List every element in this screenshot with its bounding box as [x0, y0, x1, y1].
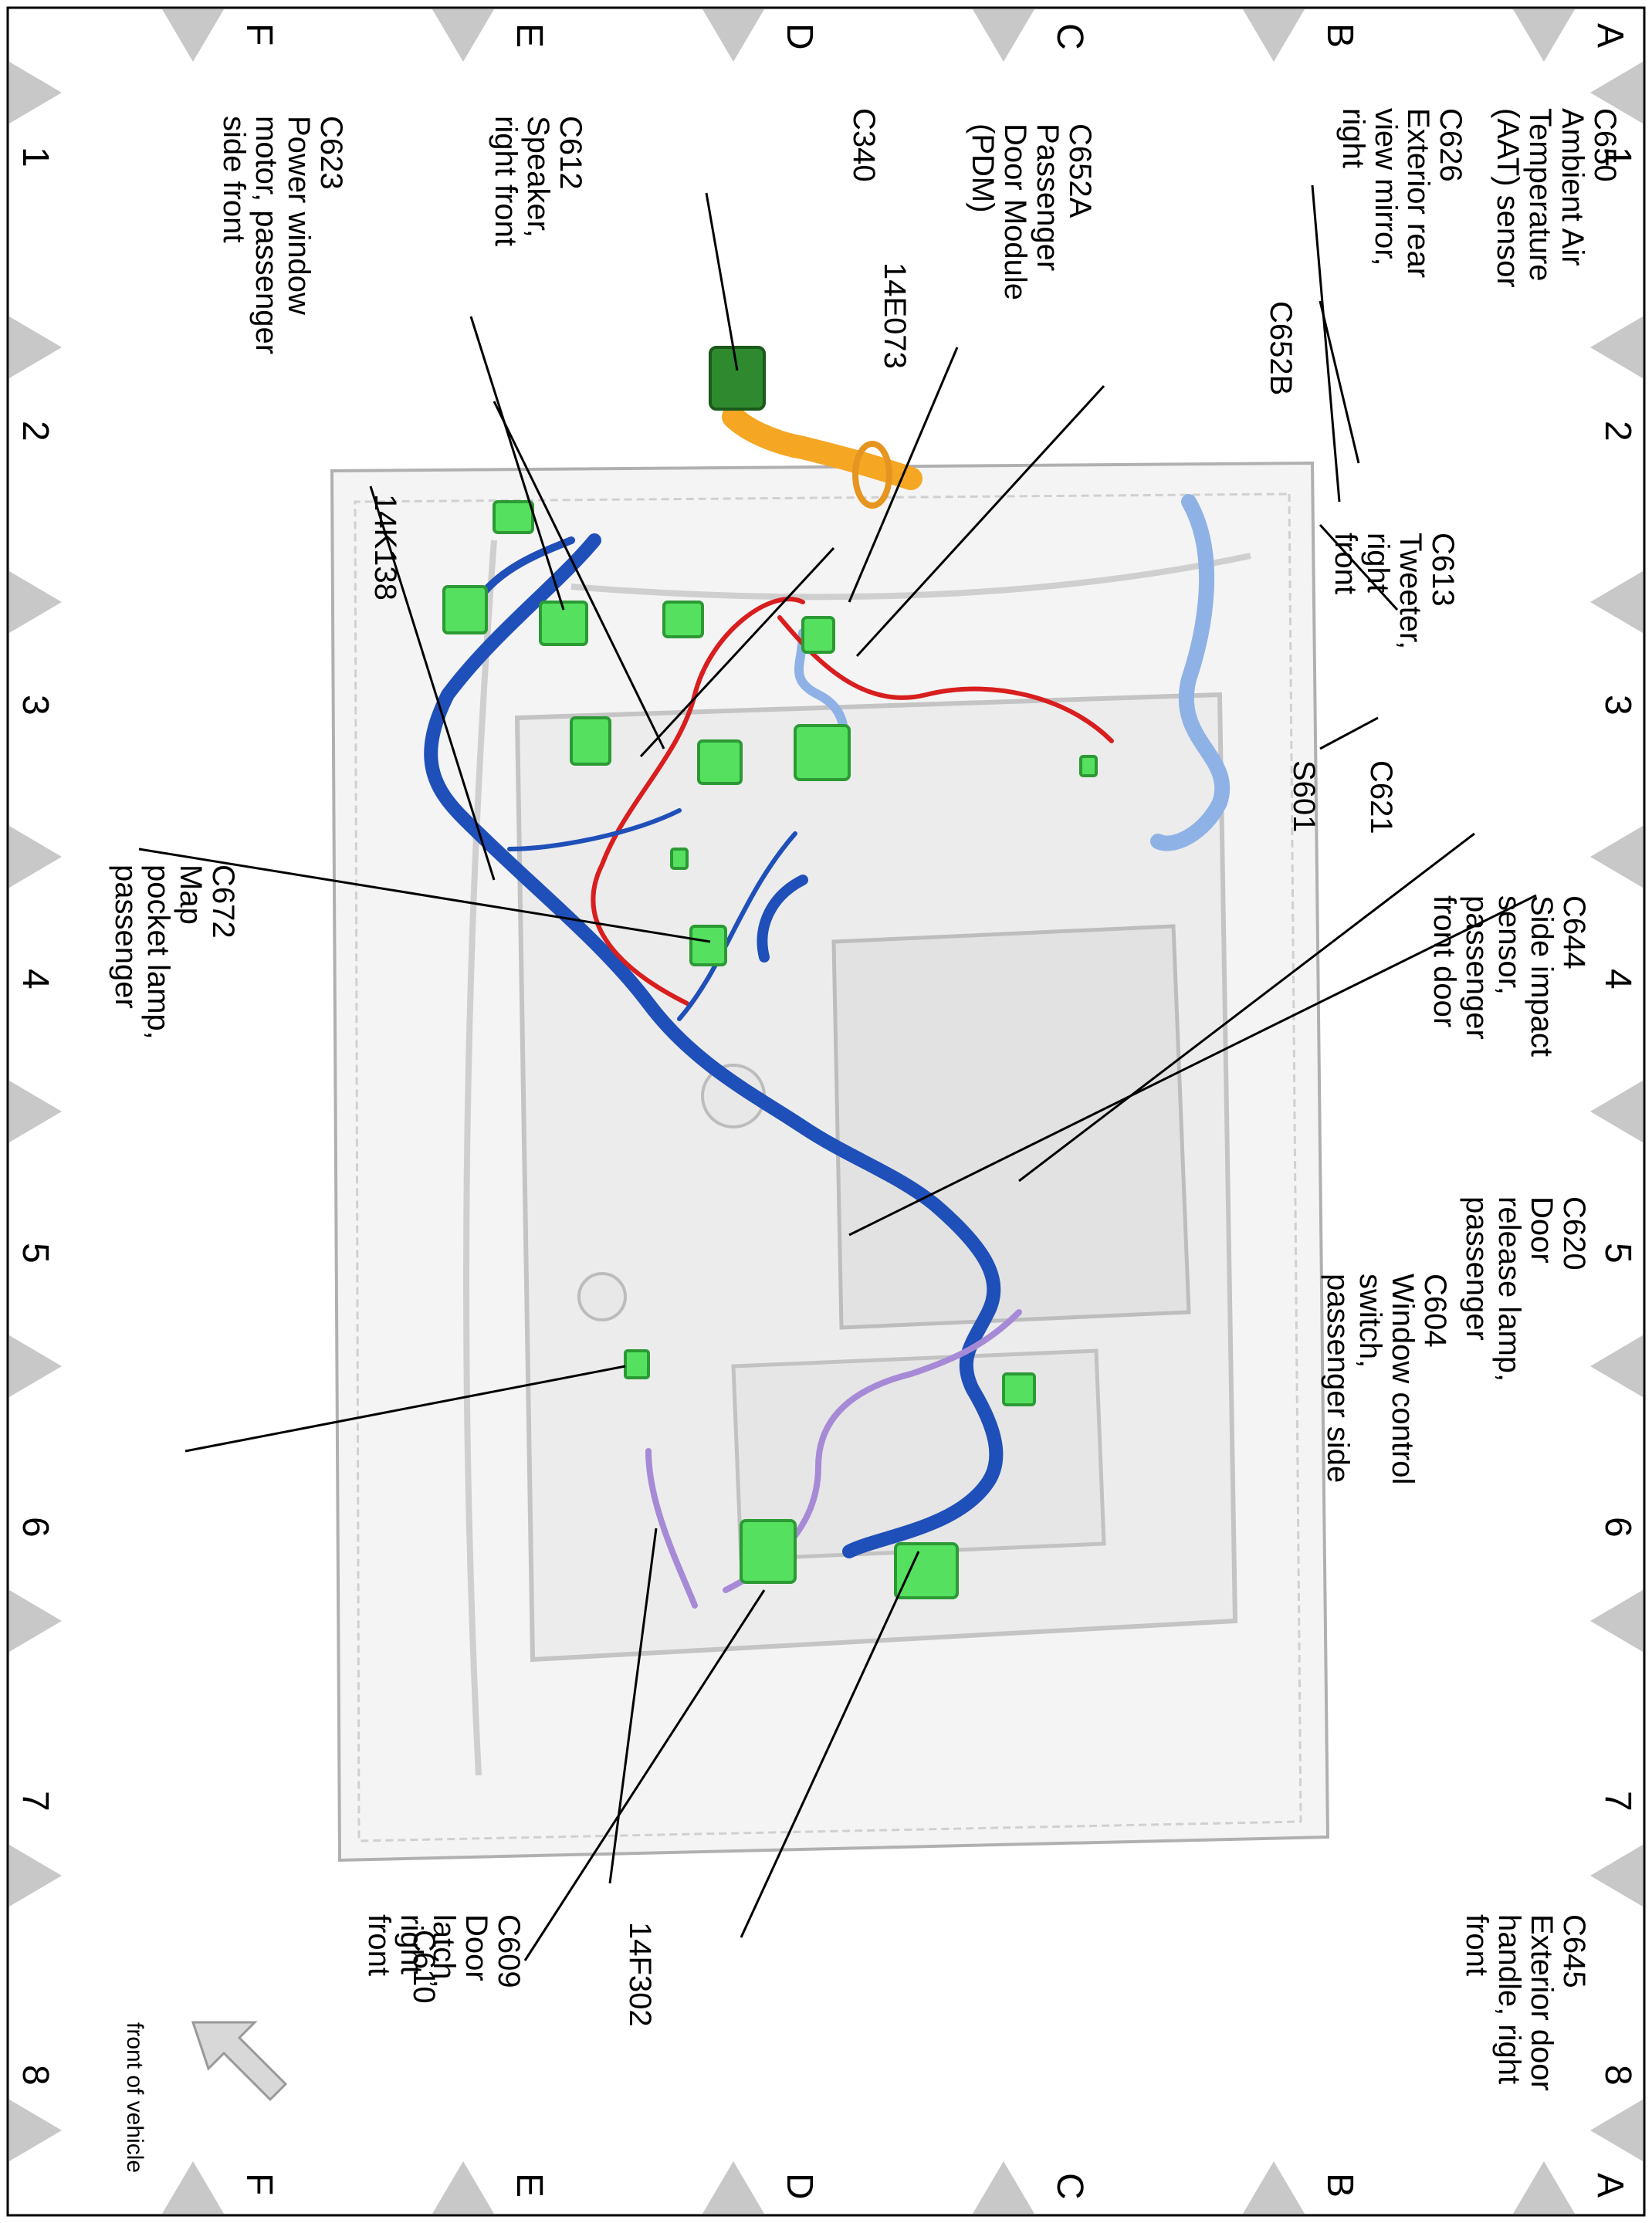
connectors: [442, 500, 1098, 1599]
label-c620: C620 Door release lamp, passenger: [1460, 1196, 1591, 1382]
label-c645: C645 Exterior door handle, right front: [1460, 1914, 1591, 2091]
label-c340: C340: [847, 108, 881, 182]
grid-letter-e-right: E: [509, 2173, 550, 2198]
grid-letter-d-right: D: [779, 2173, 820, 2200]
grid-number-7-bottom: 7: [15, 1791, 56, 1812]
grid-letter-e: E: [509, 23, 550, 49]
grid-number-7: 7: [1597, 1791, 1638, 1812]
grid-number-6-bottom: 6: [15, 1517, 56, 1538]
grid-number-4-bottom: 4: [15, 969, 56, 990]
label-c621: C621: [1364, 760, 1398, 834]
grid-number-8-bottom: 8: [15, 2065, 56, 2086]
border-triangles: [9, 9, 1643, 2214]
leader-lines: [138, 184, 1537, 1961]
label-14e073: 14E073: [878, 262, 912, 369]
front-arrow-icon: [191, 2021, 288, 2102]
label-c652a: C652A Passenger Door Module (PDM): [966, 124, 1097, 301]
grid-letter-a-right: A: [1589, 2173, 1630, 2198]
sheet-border: [6, 6, 1646, 2217]
grid-number-4: 4: [1597, 969, 1638, 990]
label-14k138: 14K138: [368, 494, 402, 601]
harnesses: [424, 494, 1231, 1609]
grid-letter-b-right: B: [1319, 2173, 1360, 2198]
label-c652b: C652B: [1264, 301, 1298, 396]
label-c672: C672 Map pocket lamp, passenger: [109, 864, 240, 1040]
label-14f302: 14F302: [623, 1922, 657, 2027]
label-c626: C626 Exterior rear view mirror, right: [1336, 108, 1468, 279]
grid-letter-f-right: F: [239, 2173, 279, 2196]
grid-letter-d: D: [779, 23, 820, 50]
door-panel: [330, 461, 1330, 1863]
label-c604: C604 Window control switch, passenger si…: [1321, 1274, 1452, 1485]
grid-number-5-bottom: 5: [15, 1243, 56, 1264]
grid-number-8: 8: [1597, 2065, 1638, 2086]
grid-letter-f: F: [239, 23, 279, 46]
label-c609: C609 Door latch, right front: [362, 1914, 526, 1988]
grid-number-5: 5: [1597, 1243, 1638, 1264]
grid-number-3: 3: [1597, 695, 1638, 716]
label-c644: C644 Side impact sensor, passenger front…: [1427, 895, 1591, 1057]
label-c613: C613 Tweeter, right front: [1329, 533, 1460, 650]
connector-c340: [709, 346, 766, 411]
label-s601: S601: [1287, 760, 1321, 833]
grid-letter-c: C: [1049, 23, 1090, 50]
grid-number-2: 2: [1597, 421, 1638, 442]
grid-letter-a: A: [1589, 23, 1630, 49]
grid-number-2-bottom: 2: [15, 421, 56, 442]
grid-number-1-bottom: 1: [15, 147, 56, 167]
front-of-vehicle-label: front of vehicle: [122, 2022, 147, 2174]
label-c650: C650 Ambient Air Temperature (AAT) senso…: [1491, 108, 1622, 288]
grid-letter-c-right: C: [1049, 2173, 1090, 2200]
label-c623: C623 Power window motor, passenger side …: [217, 116, 348, 355]
orange-harness: [722, 405, 922, 509]
label-c612: C612 Speaker, right front: [489, 116, 587, 246]
grid-number-3-bottom: 3: [15, 695, 56, 716]
grid-number-6: 6: [1597, 1517, 1638, 1538]
grid-letter-b: B: [1319, 23, 1360, 49]
